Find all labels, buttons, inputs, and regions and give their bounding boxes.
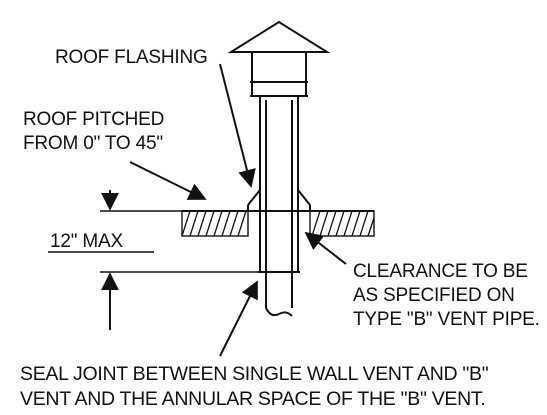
- max-height-dimension: [48, 190, 258, 330]
- seal-joint-label-line2: VENT AND THE ANNULAR SPACE OF THE "B" VE…: [20, 388, 485, 410]
- roof-pitched-label-line1: ROOF PITCHED: [23, 109, 164, 130]
- vent-cap: [227, 20, 331, 97]
- roof-flashing: [247, 189, 311, 212]
- seal-joint-label-line1: SEAL JOINT BETWEEN SINGLE WALL VENT AND …: [20, 363, 489, 385]
- single-wall-vent-pipe: [265, 100, 293, 317]
- max-height-label: 12" MAX: [50, 231, 123, 252]
- roof-pitched-label-line2: FROM 0" TO 45": [23, 133, 163, 154]
- roof-flashing-label: ROOF FLASHING: [55, 47, 208, 68]
- b-vent-pipe: [258, 96, 300, 273]
- clearance-label-line3: TYPE "B" VENT PIPE.: [353, 309, 540, 330]
- clearance-label-line2: AS SPECIFIED ON: [353, 285, 515, 306]
- leader-arrows: [129, 63, 347, 357]
- roof-section: [181, 210, 375, 237]
- clearance-label-line1: CLEARANCE TO BE: [353, 261, 528, 282]
